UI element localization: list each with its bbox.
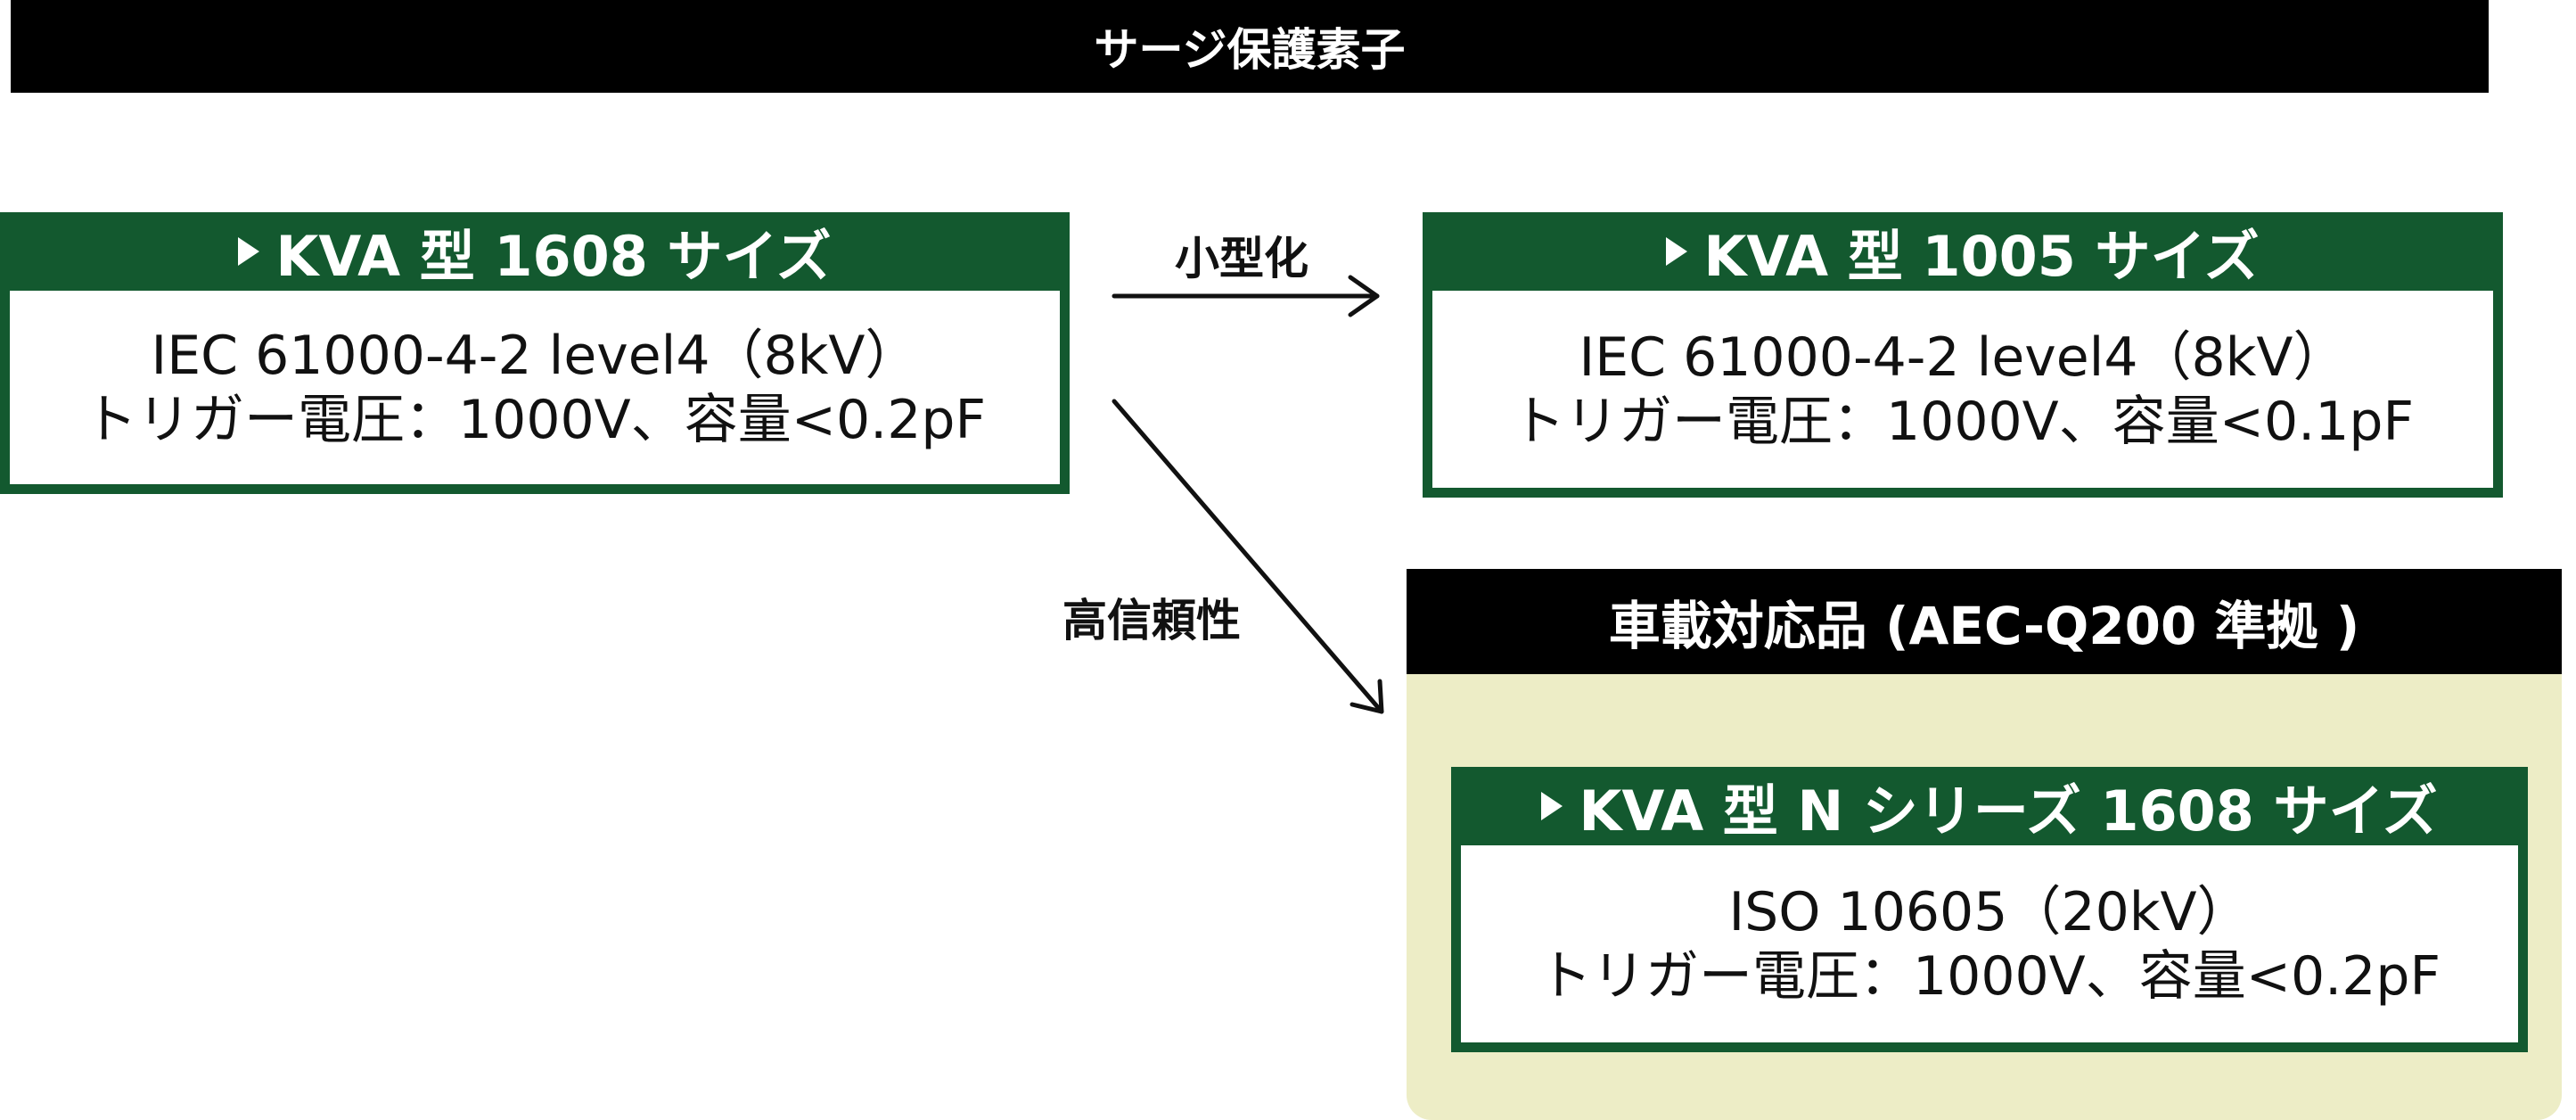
product-box-kva-1608: KVA 型 1608 サイズ IEC 61000-4-2 level4（8kV）…: [0, 212, 1070, 494]
reliability-label: 高信頼性: [1062, 595, 1241, 646]
reliability-arrowhead-icon: [1350, 679, 1384, 714]
spec-standard: ISO 10605（20kV）: [1728, 880, 2251, 943]
spec-electrical: トリガー電圧：1000V、容量<0.2pF: [83, 388, 987, 451]
product-spec: IEC 61000-4-2 level4（8kV） トリガー電圧：1000V、容…: [1432, 291, 2493, 488]
product-header-label: KVA 型 N シリーズ 1608 サイズ: [1579, 778, 2438, 844]
product-box-kva-n-1608: KVA 型 N シリーズ 1608 サイズ ISO 10605（20kV） トリ…: [1451, 767, 2528, 1052]
triangle-bullet-icon: [1541, 792, 1563, 820]
reliability-arrow: [1112, 399, 1384, 714]
triangle-bullet-icon: [238, 237, 260, 266]
miniaturization-label: 小型化: [1175, 233, 1309, 284]
automotive-header: 車載対応品 (AEC-Q200 準拠 ): [1407, 569, 2562, 674]
product-header: KVA 型 N シリーズ 1608 サイズ: [1461, 767, 2518, 845]
spec-standard: IEC 61000-4-2 level4（8kV）: [151, 324, 919, 387]
product-header-label: KVA 型 1608 サイズ: [275, 224, 832, 289]
product-header-label: KVA 型 1005 サイズ: [1703, 224, 2260, 289]
product-spec: IEC 61000-4-2 level4（8kV） トリガー電圧：1000V、容…: [10, 291, 1060, 484]
product-header: KVA 型 1608 サイズ: [10, 212, 1060, 291]
miniaturization-arrowhead-icon: [1348, 275, 1380, 317]
spec-electrical: トリガー電圧：1000V、容量<0.2pF: [1538, 944, 2441, 1008]
product-header: KVA 型 1005 サイズ: [1432, 212, 2493, 291]
product-spec: ISO 10605（20kV） トリガー電圧：1000V、容量<0.2pF: [1461, 845, 2518, 1042]
product-box-kva-1005: KVA 型 1005 サイズ IEC 61000-4-2 level4（8kV）…: [1423, 212, 2503, 498]
spec-standard: IEC 61000-4-2 level4（8kV）: [1579, 325, 2347, 389]
triangle-bullet-icon: [1666, 237, 1688, 266]
spec-electrical: トリガー電圧：1000V、容量<0.1pF: [1511, 390, 2415, 453]
diagram-title: サージ保護素子: [11, 0, 2489, 93]
